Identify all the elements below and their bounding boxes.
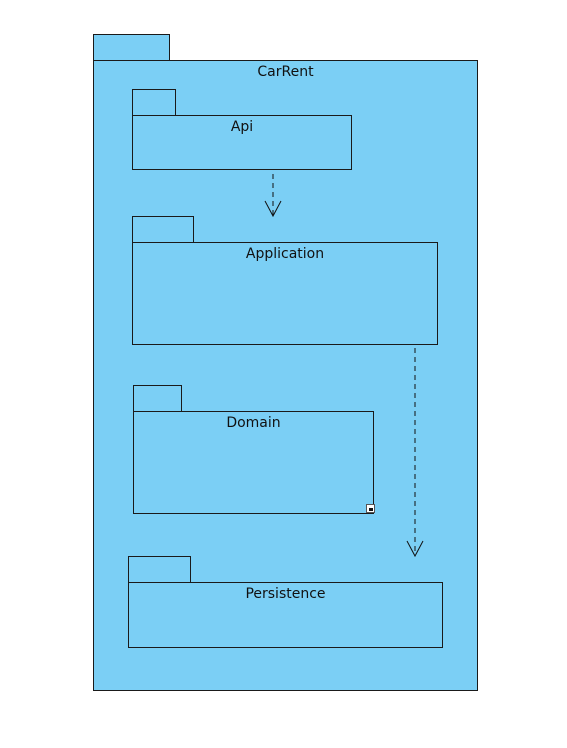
resize-handle-icon[interactable] <box>366 504 375 513</box>
package-application[interactable]: Application <box>132 242 438 345</box>
package-api[interactable]: Api <box>132 115 352 170</box>
package-domain[interactable]: Domain <box>133 411 374 514</box>
package-label-persistence: Persistence <box>245 586 326 602</box>
open-arrowhead-icon <box>264 200 282 218</box>
package-tab-api[interactable] <box>132 89 176 116</box>
package-label-carrent: CarRent <box>257 64 314 80</box>
package-label-api: Api <box>230 119 254 135</box>
package-persistence[interactable]: Persistence <box>128 582 443 648</box>
open-arrowhead-icon <box>406 540 424 558</box>
package-tab-persistence[interactable] <box>128 556 191 583</box>
dependency-application-to-persistence[interactable] <box>406 348 424 558</box>
package-label-domain: Domain <box>226 415 281 431</box>
package-label-application: Application <box>245 246 325 262</box>
dependency-api-to-application[interactable] <box>264 174 282 218</box>
